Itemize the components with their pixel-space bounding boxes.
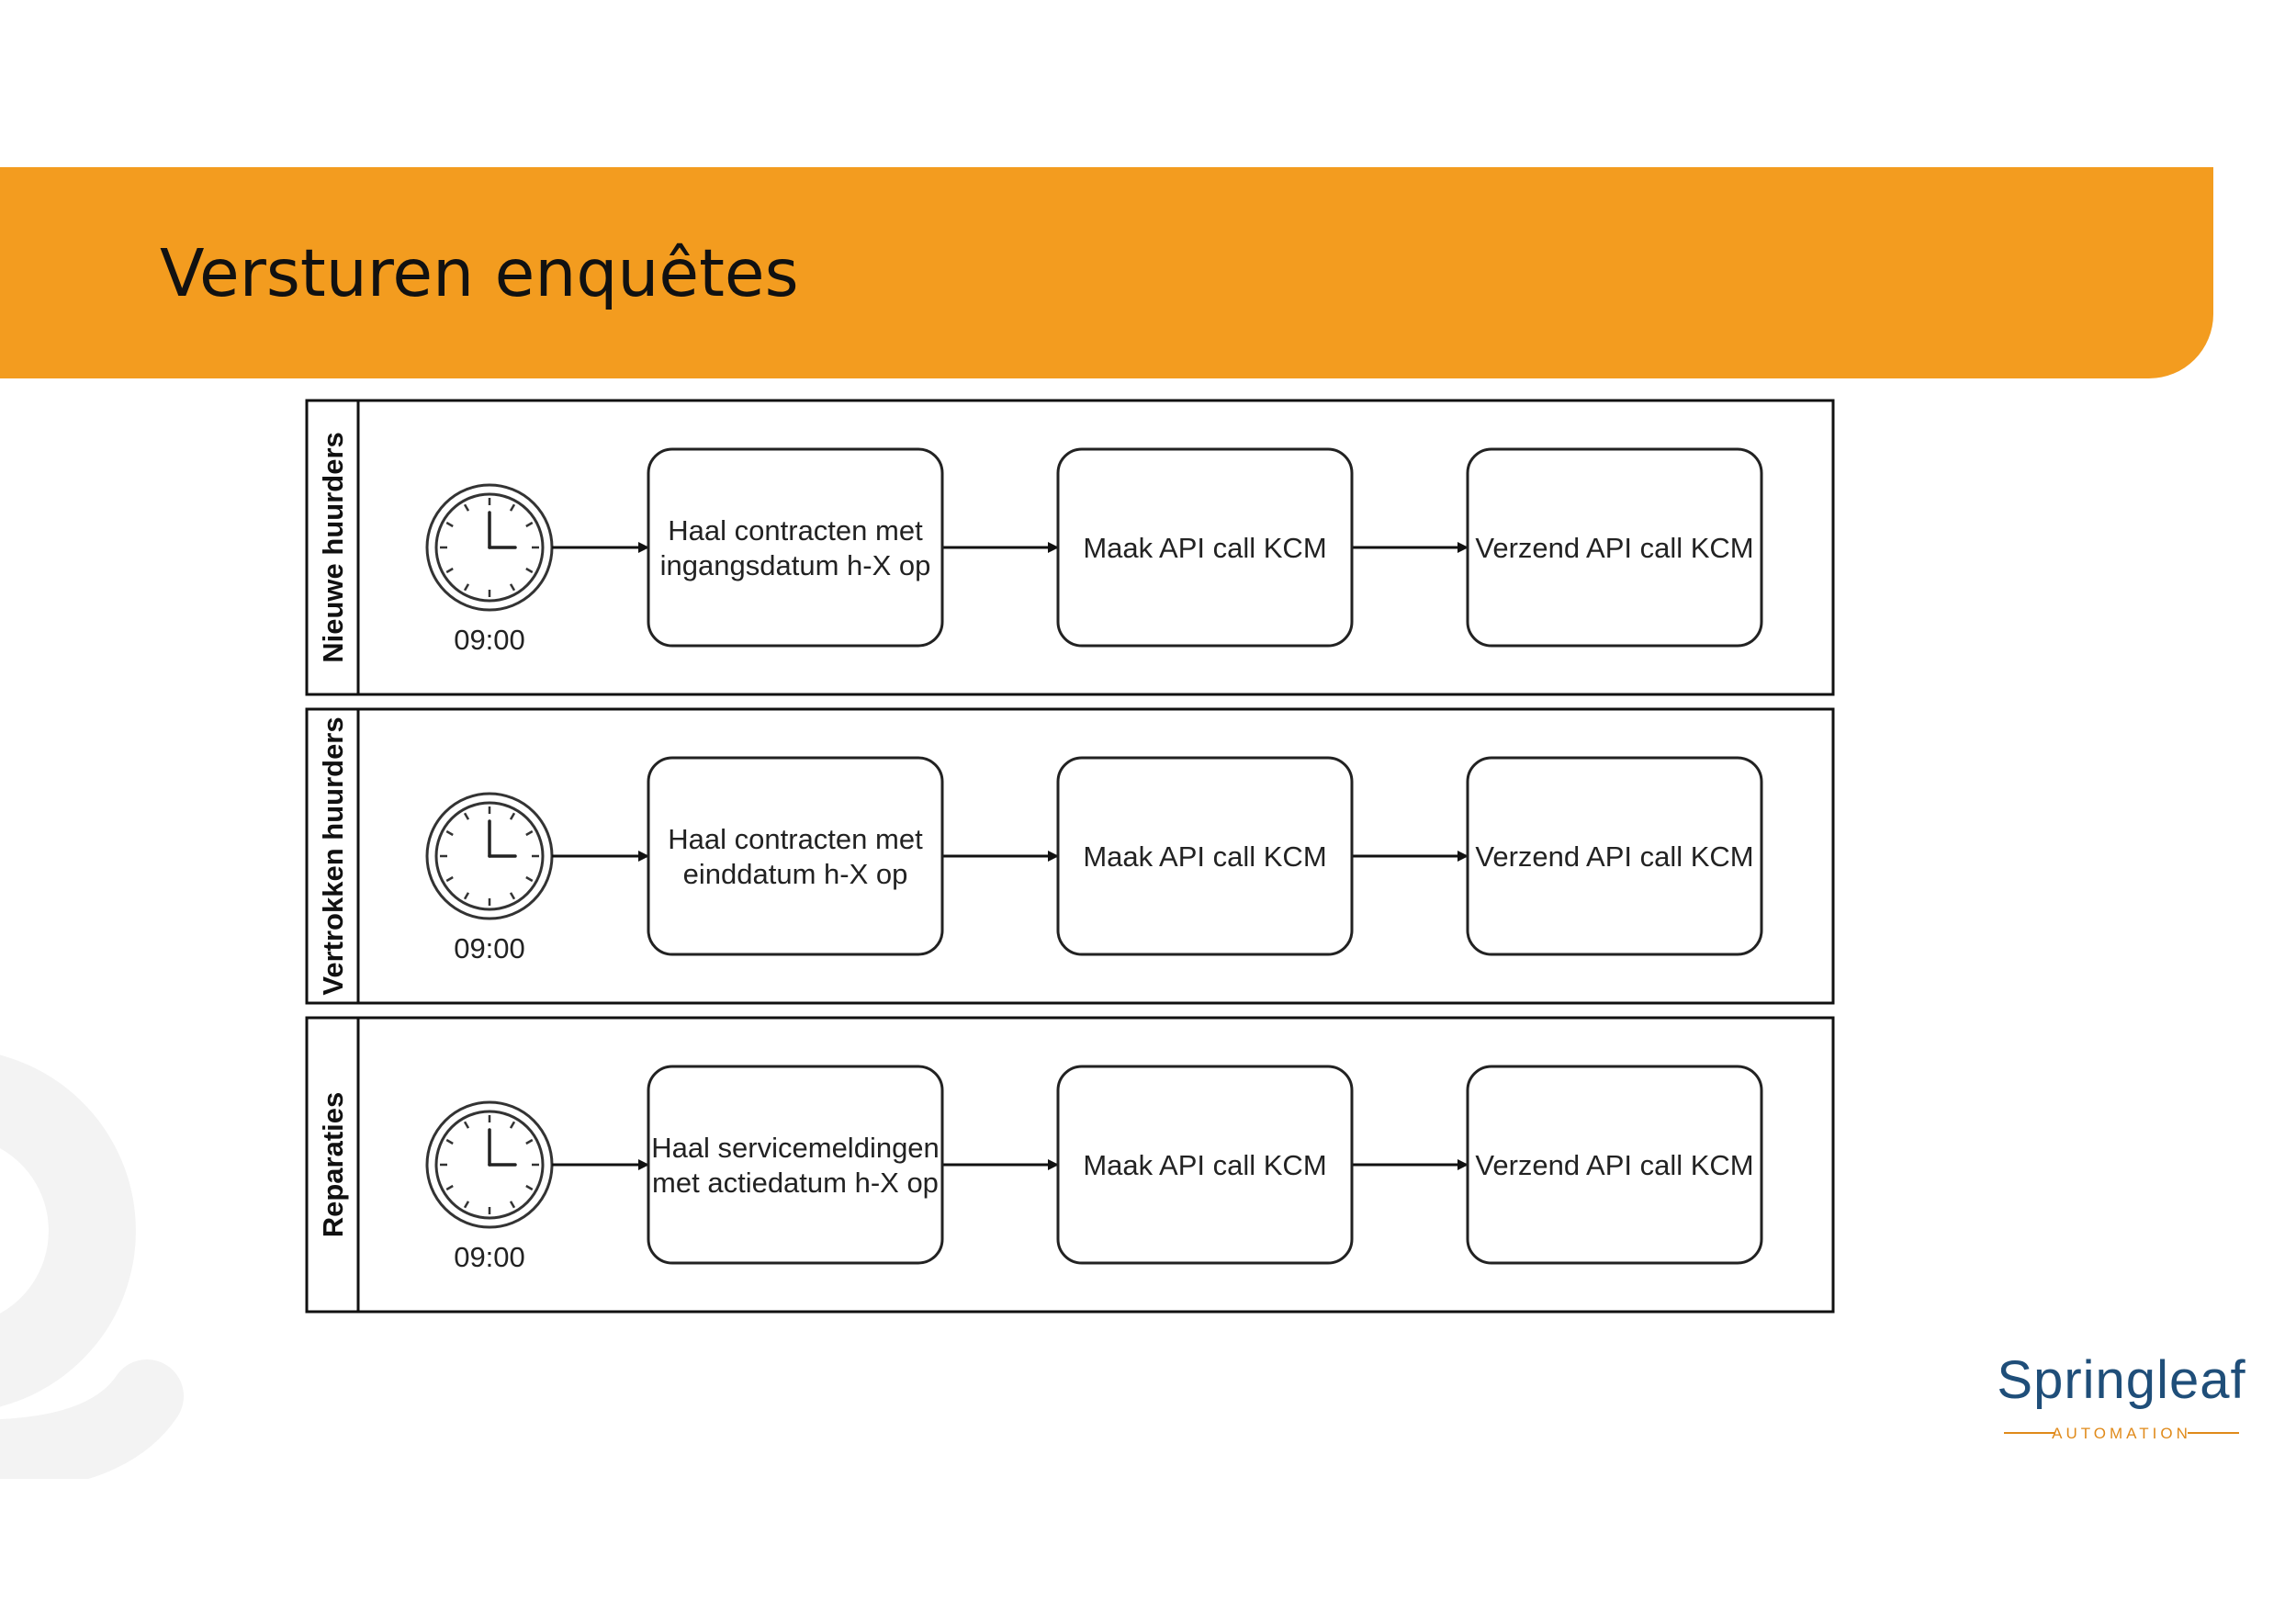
- clock-tick: [445, 875, 454, 883]
- clock-tick: [445, 1138, 454, 1145]
- clock-tick: [463, 503, 470, 512]
- task-label: Haal servicemeldingen: [651, 1132, 940, 1164]
- task-label: Maak API call KCM: [1083, 1149, 1326, 1181]
- task-box: Verzend API call KCM: [1466, 447, 1763, 648]
- task-label: Maak API call KCM: [1083, 532, 1326, 564]
- timer-label: 09:00: [454, 1241, 525, 1273]
- timer-label: 09:00: [454, 932, 525, 964]
- clock-icon: [425, 792, 554, 920]
- swimlane: Reparaties 09:00 Haal servicemeldingenmet …: [305, 1016, 1835, 1314]
- task-label: Verzend API call KCM: [1475, 532, 1753, 564]
- clock-tick: [525, 875, 534, 883]
- swimlane-label: Nieuwe huurders: [317, 432, 349, 663]
- logo-wordmark: Springleaf: [1997, 1350, 2245, 1410]
- task-box: Maak API call KCM: [1056, 1065, 1354, 1265]
- task-label: Maak API call KCM: [1083, 840, 1326, 873]
- task-shape: [1466, 756, 1763, 956]
- task-shape: [1056, 1065, 1354, 1265]
- clock-tick: [445, 521, 454, 528]
- clock-tick: [525, 567, 534, 574]
- swimlane-label: Vertrokken huurders: [317, 716, 349, 995]
- clock-tick: [463, 892, 470, 900]
- task-label: einddatum h-X op: [683, 858, 908, 890]
- swimlane: Nieuwe huurders 09:00 Haal contracten meti…: [305, 399, 1835, 696]
- clock-tick: [525, 1184, 534, 1191]
- task-label: ingangsdatum h-X op: [660, 549, 931, 581]
- clock-tick: [445, 1184, 454, 1191]
- task-shape: [1466, 1065, 1763, 1265]
- task-label: Haal contracten met: [668, 823, 923, 855]
- clock-tick: [463, 583, 470, 592]
- clock-tick: [509, 503, 516, 512]
- task-box: Verzend API call KCM: [1466, 1065, 1763, 1265]
- clock-tick: [525, 829, 534, 837]
- task-shape: [1466, 447, 1763, 648]
- task-label: Verzend API call KCM: [1475, 1149, 1753, 1181]
- task-shape: [1056, 756, 1354, 956]
- clock-tick: [445, 829, 454, 837]
- task-shape: [647, 1065, 944, 1265]
- task-box: Maak API call KCM: [1056, 447, 1354, 648]
- task-label: Verzend API call KCM: [1475, 840, 1753, 873]
- task-shape: [647, 756, 944, 956]
- header-band: [0, 167, 2213, 378]
- watermark-logo: [0, 1054, 184, 1479]
- task-label: Haal contracten met: [668, 514, 923, 547]
- clock-tick: [509, 892, 516, 900]
- swimlane: Vertrokken huurders 09:00 Haal contracten …: [305, 707, 1835, 1005]
- clock-tick: [463, 1201, 470, 1209]
- clock-tick: [509, 1201, 516, 1209]
- task-box: Verzend API call KCM: [1466, 756, 1763, 956]
- clock-tick: [525, 1138, 534, 1145]
- task-label: met actiedatum h-X op: [652, 1167, 939, 1199]
- task-shape: [647, 447, 944, 648]
- timer-label: 09:00: [454, 624, 525, 656]
- clock-tick: [525, 521, 534, 528]
- springleaf-logo: Springleaf AUTOMATION: [1997, 1350, 2245, 1442]
- clock-tick: [463, 1121, 470, 1129]
- swimlane-label: Reparaties: [317, 1092, 349, 1238]
- task-shape: [1056, 447, 1354, 648]
- clock-tick: [445, 567, 454, 574]
- clock-tick: [509, 1121, 516, 1129]
- clock-tick: [509, 812, 516, 820]
- logo-tagline: AUTOMATION: [2052, 1425, 2191, 1442]
- slide-title: Versturen enquêtes: [160, 235, 799, 311]
- clock-tick: [463, 812, 470, 820]
- clock-icon: [425, 1100, 554, 1229]
- clock-icon: [425, 483, 554, 612]
- task-box: Maak API call KCM: [1056, 756, 1354, 956]
- clock-tick: [509, 583, 516, 592]
